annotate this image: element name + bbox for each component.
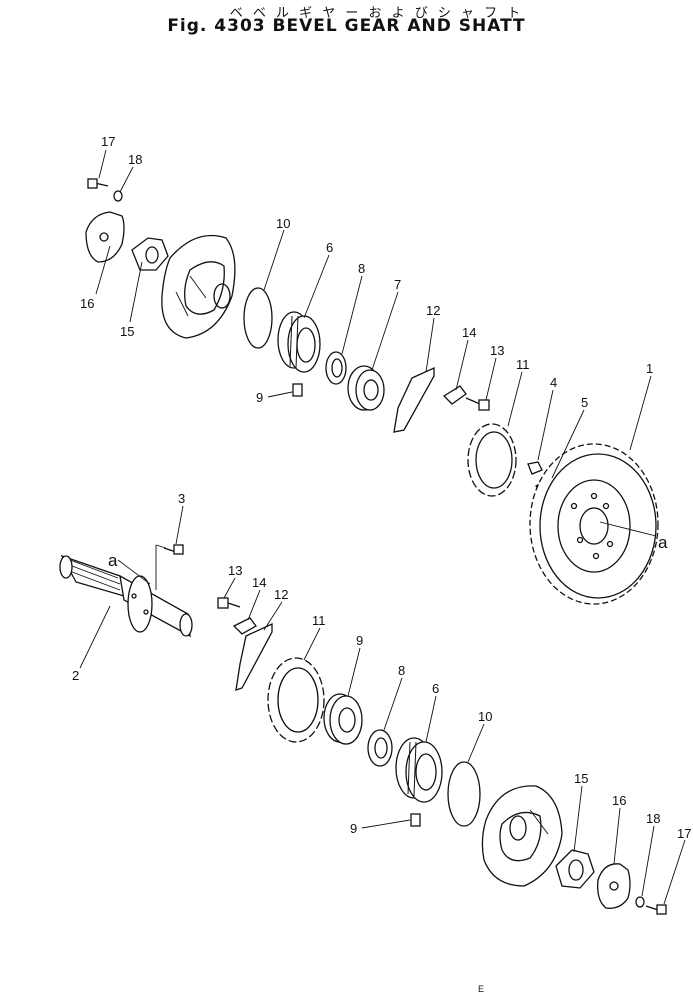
o-ring-10-bottom (447, 761, 481, 827)
callout-1: 1 (646, 361, 653, 376)
cover-16-top (85, 211, 125, 263)
callout-14-top: 14 (462, 325, 476, 340)
callout-10-top: 10 (276, 216, 290, 231)
ring-8-top (325, 351, 347, 385)
callout-7-top: 7 (394, 277, 401, 292)
callout-3: 3 (178, 491, 185, 506)
callout-16-bottom: 16 (612, 793, 626, 808)
bearing-cage-bottom (481, 785, 563, 887)
bolt-3 (155, 544, 184, 590)
callout-8-bottom: 8 (398, 663, 405, 678)
callout-9-bottom: 9 (356, 633, 363, 648)
nut-4 (527, 461, 543, 475)
seal-6-bottom (395, 737, 443, 803)
title-japanese: ベ ベ ル ギ ヤ ー お よ び シ ャ フ ト (229, 6, 524, 21)
adjusting-nut-11-bottom (267, 657, 325, 743)
bevel-gear-1 (529, 443, 659, 605)
lock-14-top (442, 385, 467, 405)
pinion-shaft-2 (59, 554, 193, 638)
nut-15-bottom (555, 849, 595, 889)
callout-4: 4 (550, 375, 557, 390)
bolt-13-top (465, 397, 490, 411)
adjusting-nut-11-top (467, 423, 517, 497)
callout-13-bottom: 13 (228, 563, 242, 578)
o-ring-10-top (243, 287, 273, 349)
callout-17-top: 17 (101, 134, 115, 149)
callout-6-top: 6 (326, 240, 333, 255)
lock-plate-12-bottom (235, 622, 273, 691)
callout-9-plug-bottom: 9 (350, 821, 357, 836)
washer-18-top (113, 190, 123, 202)
callout-8-top: 8 (358, 261, 365, 276)
callout-15-top: 15 (120, 324, 134, 339)
ring-8-bottom (367, 729, 393, 767)
callout-16-top: 16 (80, 296, 94, 311)
plug-9-top (292, 383, 303, 397)
callout-11-top: 11 (516, 357, 530, 372)
callout-9-top: 9 (256, 390, 263, 405)
callout-12-bottom: 12 (274, 587, 288, 602)
bolt-17-bottom (645, 904, 667, 915)
callout-a-gear: a (658, 533, 668, 552)
callout-18-bottom: 18 (646, 811, 660, 826)
seal-6-top (277, 311, 321, 373)
callout-10-bottom: 10 (478, 709, 492, 724)
callout-13-top: 13 (490, 343, 504, 358)
bearing-9-bottom (323, 693, 363, 745)
bearing-cage-top (161, 234, 236, 339)
callout-17-bottom: 17 (677, 826, 691, 841)
cover-16-bottom (597, 863, 631, 909)
plug-9-bottom (410, 813, 421, 827)
bolt-17-top (87, 178, 109, 189)
svg-text:E: E (478, 984, 484, 994)
callout-5: 5 (581, 395, 588, 410)
callout-a-shaft: a (108, 551, 118, 570)
lock-14-bottom (232, 617, 257, 635)
callout-11-bottom: 11 (312, 613, 326, 628)
callout-12-top: 12 (426, 303, 440, 318)
bolt-13-bottom (217, 597, 241, 609)
lock-plate-12-top (393, 366, 435, 433)
callout-18-top: 18 (128, 152, 142, 167)
washer-18-bottom (635, 896, 645, 908)
callout-6-bottom: 6 (432, 681, 439, 696)
bearing-7-top (347, 365, 385, 411)
callout-14-bottom: 14 (252, 575, 266, 590)
leader-lines (79, 149, 686, 905)
figure-title: Fig. 4303 BEVEL GEAR AND SHATT (167, 16, 526, 36)
callout-15-bottom: 15 (574, 771, 588, 786)
callout-2: 2 (72, 668, 79, 683)
